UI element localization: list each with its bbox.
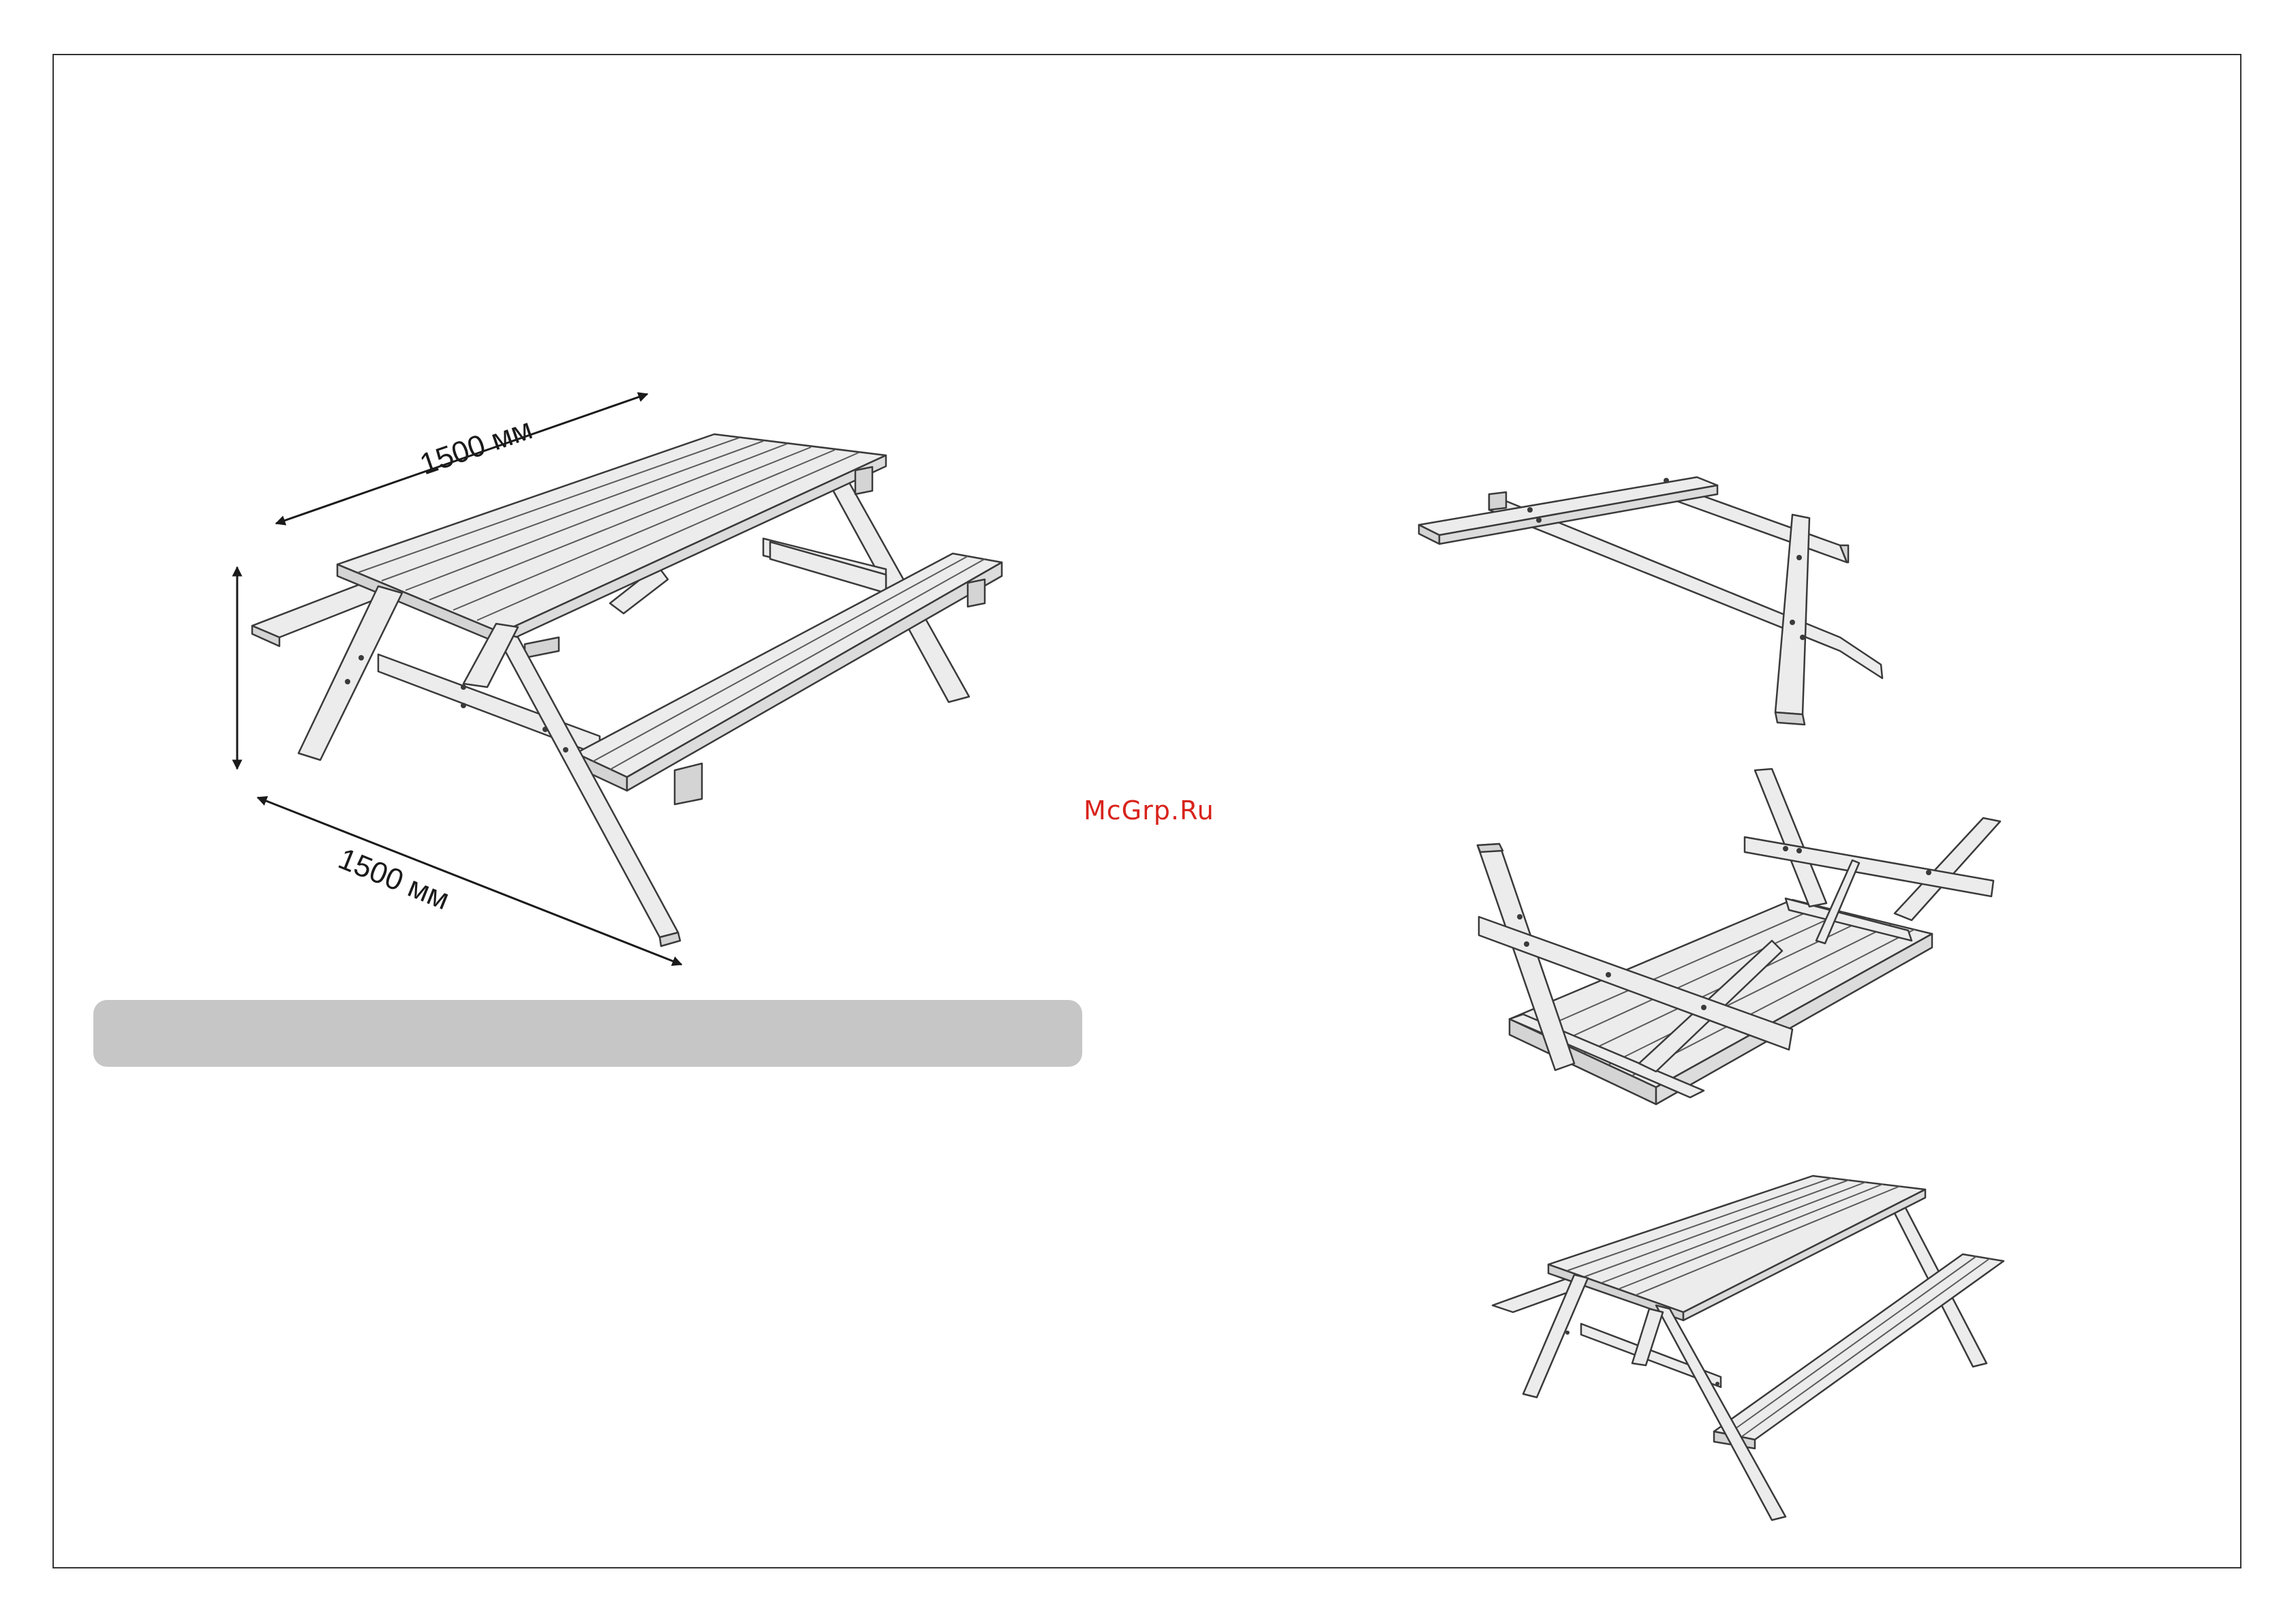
step-3-finished-table: [1493, 1176, 2004, 1520]
step-2-upside-down-assembly: [1478, 769, 2000, 1104]
step-1-frame-parts: [1419, 477, 1882, 725]
watermark-text: McGrp.Ru: [1084, 795, 1214, 825]
caption-bar: [93, 1000, 1082, 1067]
